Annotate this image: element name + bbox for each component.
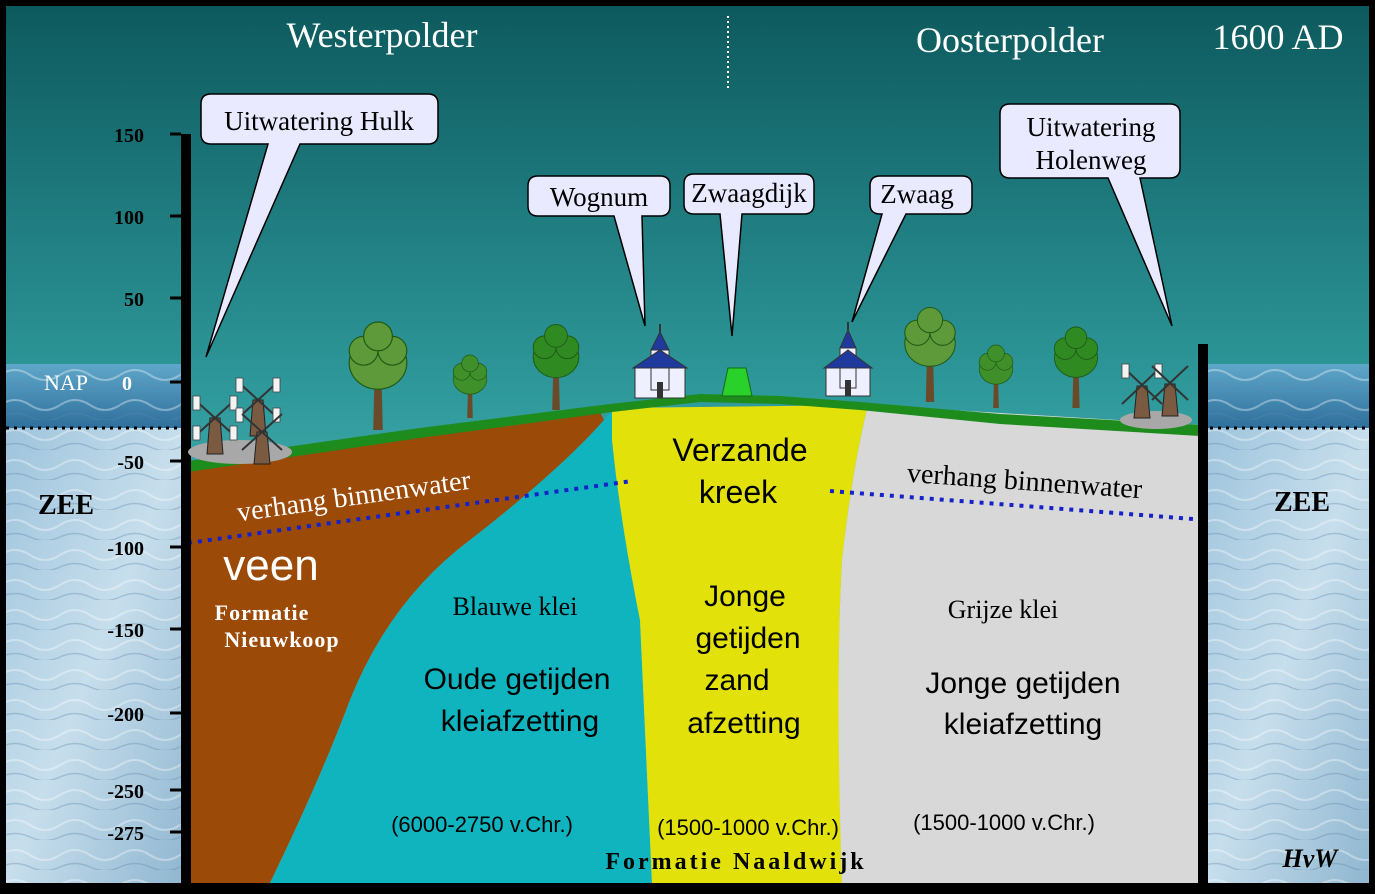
windmill-icon	[1121, 363, 1163, 419]
grass-surface	[188, 394, 1200, 472]
blue-clay-label-1: Oude getijden	[424, 663, 611, 696]
church-zwaag-icon	[822, 322, 874, 397]
grey-clay-layer	[838, 405, 1200, 883]
creek-label-2: kreek	[699, 474, 778, 510]
right-post	[1198, 344, 1208, 883]
sea-right-label: ZEE	[1274, 487, 1330, 518]
naaldwijk-label: Formatie Naaldwijk	[605, 849, 866, 875]
east-polder-title: Oosterpolder	[916, 20, 1104, 60]
callout-holenweg-label-1: Uitwatering	[1027, 112, 1156, 142]
axis-tick-label: -200	[107, 704, 144, 726]
sand-label-4: afzetting	[687, 707, 800, 740]
callout-zwaagdijk-label: Zwaagdijk	[691, 178, 807, 208]
grey-clay-title: Grijze klei	[948, 595, 1058, 624]
tree-icon	[532, 324, 580, 410]
water-level-right-line	[829, 489, 1207, 522]
callout-zwaag: Zwaag	[851, 175, 973, 323]
tree-icon	[1053, 326, 1099, 408]
year-label: 1600 AD	[1212, 17, 1343, 57]
signature-logo: HvW	[1282, 844, 1340, 873]
windmill-icon	[192, 395, 238, 455]
windmill-icon	[1151, 365, 1189, 417]
peat-layer	[188, 412, 604, 883]
tree-icon	[904, 306, 956, 402]
axis-tick-label: -50	[117, 452, 144, 474]
axis-tick-label: -100	[107, 538, 144, 560]
callout-wognum: Wognum	[527, 175, 671, 327]
sand-date: (1500-1000 v.Chr.)	[657, 815, 839, 840]
axis-tick-label: 50	[124, 289, 144, 311]
west-polder-title: Westerpolder	[286, 15, 477, 55]
tree-icon	[452, 354, 488, 418]
grey-clay-date: (1500-1000 v.Chr.)	[913, 810, 1095, 835]
sand-label-1: Jonge	[704, 580, 786, 613]
nieuwkoop-label-1: Formatie	[215, 600, 310, 625]
callout-zwaagdijk: Zwaagdijk	[683, 173, 815, 337]
blue-clay-title: Blauwe klei	[453, 592, 578, 621]
axis-tick-label: -250	[107, 781, 144, 803]
callout-wognum-label: Wognum	[550, 182, 648, 212]
left-axis-bar	[181, 134, 191, 883]
tree-icon	[978, 344, 1014, 408]
trees	[348, 306, 1099, 430]
axis-tick-label: 0	[122, 373, 132, 395]
grey-clay-label-1: Jonge getijden	[925, 667, 1120, 700]
nap-label: NAP	[44, 370, 88, 395]
church-wognum-icon	[631, 324, 689, 399]
axis-tick-label: -150	[107, 620, 144, 642]
callout-holenweg-label-2: Holenweg	[1036, 145, 1147, 175]
peat-label: veen	[223, 541, 318, 590]
windmill-group-right	[1120, 363, 1192, 429]
blue-clay-date: (6000-2750 v.Chr.)	[391, 812, 573, 837]
windmill-icon	[241, 413, 283, 465]
sea-left	[6, 364, 186, 883]
grey-clay-label-2: kleiafzetting	[944, 708, 1102, 741]
blue-clay-layer	[270, 408, 652, 883]
sand-label-2: getijden	[695, 622, 800, 655]
windmill-group-left	[188, 377, 292, 465]
callout-zwaag-label: Zwaag	[880, 179, 953, 209]
tree-icon	[348, 321, 408, 430]
creek-label-1: Verzande	[672, 432, 807, 468]
sand-layer	[612, 405, 868, 883]
axis-ticks: 150 100 50 0 -50 -100 -150 -200 -250 -275 NAP	[44, 125, 181, 845]
sea-right	[1206, 364, 1369, 883]
blue-clay-label-2: kleiafzetting	[441, 705, 599, 738]
sand-label-3: zand	[704, 664, 769, 697]
water-level-left-line	[187, 479, 633, 545]
sea-left-label: ZEE	[38, 490, 94, 521]
callout-holenweg: Uitwatering Holenweg	[999, 103, 1181, 327]
callout-hulk: Uitwatering Hulk	[200, 93, 439, 358]
zwaagdijk-dyke	[721, 367, 753, 397]
axis-tick-label: 150	[114, 125, 144, 147]
nieuwkoop-label-2: Nieuwkoop	[224, 627, 339, 652]
callout-hulk-label: Uitwatering Hulk	[224, 106, 414, 136]
axis-tick-label: 100	[114, 207, 144, 229]
axis-tick-label: -275	[107, 823, 144, 845]
